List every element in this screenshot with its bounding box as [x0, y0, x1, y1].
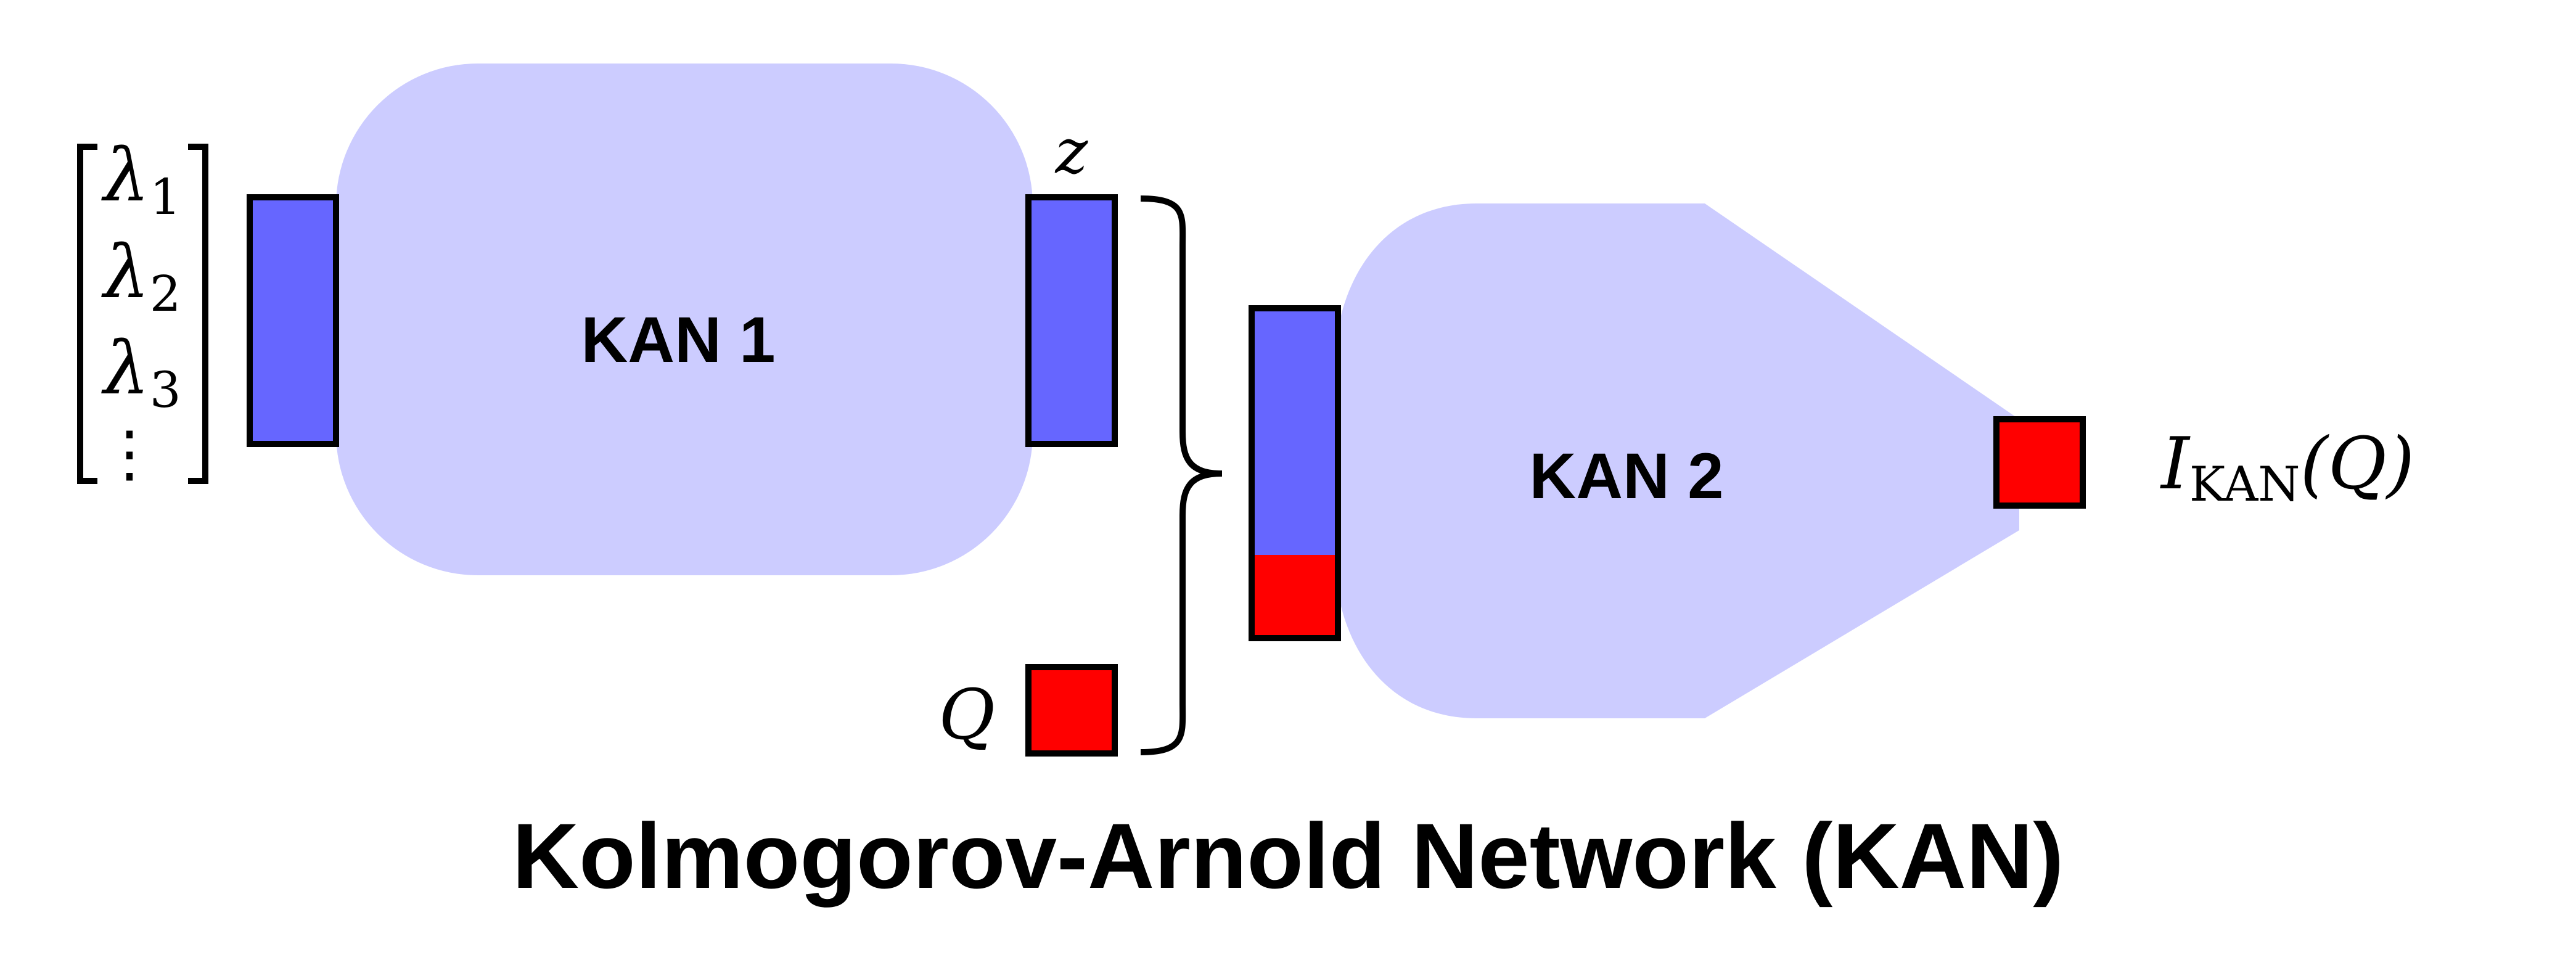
kan2-label: KAN 2 [1529, 440, 1723, 512]
diagram-title: Kolmogorov-Arnold Network (KAN) [512, 804, 2064, 908]
kan2-body [1335, 203, 2019, 718]
kan1-body [336, 64, 1033, 575]
right-matrix-bracket [188, 144, 208, 484]
query-node [1025, 664, 1118, 757]
lambda-1-symbol: λ [101, 133, 150, 218]
kan2-input-layer-red [1252, 555, 1338, 638]
output-argument: (Q) [2300, 422, 2415, 506]
lambda-2-symbol: λ [101, 229, 150, 314]
query-label: Q [938, 675, 995, 755]
left-matrix-bracket [77, 144, 97, 484]
output-label: IKAN(Q) [2160, 422, 2414, 512]
kan2-input-layer-border [1249, 305, 1341, 641]
kan1-output-layer [1025, 194, 1118, 447]
lambda-3: λ3 [101, 326, 181, 419]
lambda-1-subscript: 1 [150, 168, 181, 226]
output-main-symbol: I [2160, 422, 2191, 506]
kan2-block: KAN 2 [1249, 203, 2086, 718]
lambda-1: λ1 [101, 133, 181, 226]
lambda-2: λ2 [101, 229, 181, 322]
latent-z-label: z [1055, 115, 1089, 187]
merge-curly-brace [1140, 195, 1223, 755]
kan1-input-layer [247, 194, 339, 447]
lambda-2-subscript: 2 [150, 265, 181, 322]
kan1-label: KAN 1 [581, 304, 775, 376]
kan2-input-layer-blue [1252, 308, 1338, 555]
lambda-3-symbol: λ [101, 326, 150, 411]
lambda-3-subscript: 3 [150, 361, 181, 419]
output-subscript: KAN [2189, 457, 2300, 512]
kan2-output-node [1993, 416, 2086, 509]
input-vector: λ1 λ2 λ3 ⋮ [77, 133, 208, 490]
kan1-block: KAN 1 [247, 64, 1118, 575]
query-input: Q [938, 664, 1118, 757]
vertical-ellipsis: ⋮ [99, 417, 160, 490]
